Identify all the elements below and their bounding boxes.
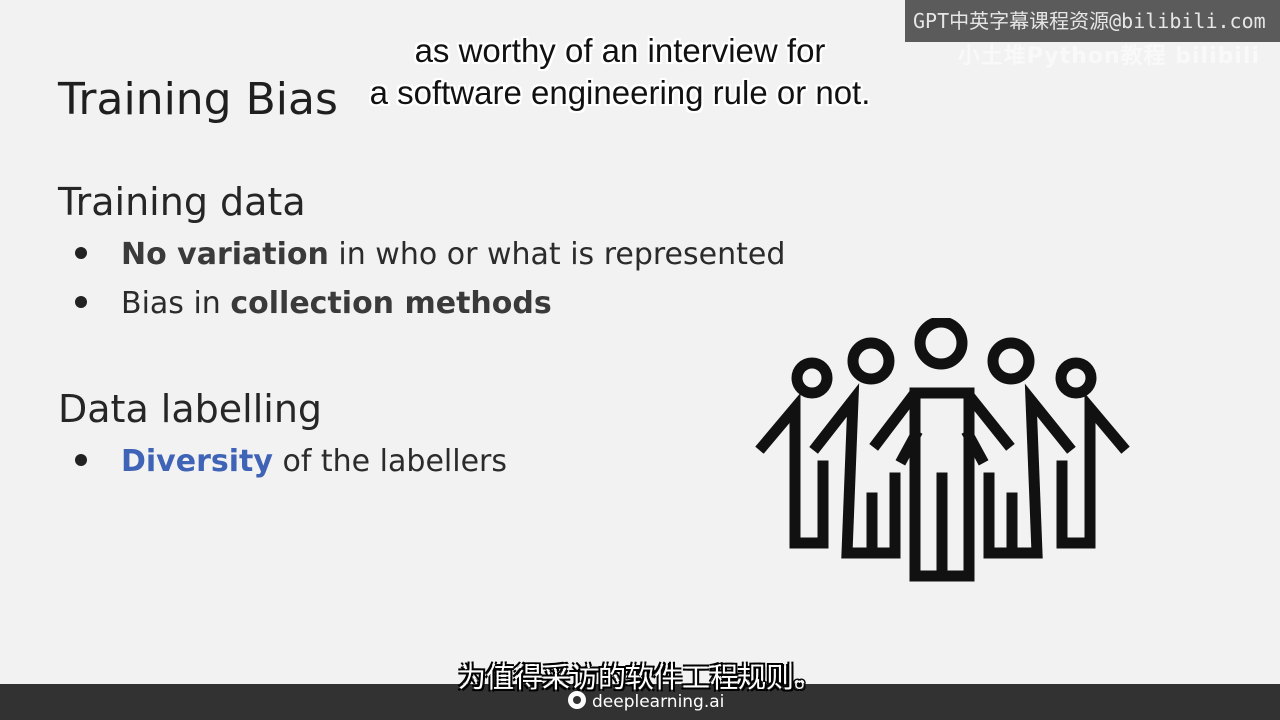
- watermark-secondary: 小土堆Python教程 bilibili: [957, 44, 1260, 69]
- subtitle-line: as worthy of an interview for: [414, 32, 826, 69]
- subtitle-line: a software engineering rule or not.: [369, 74, 871, 111]
- chinese-subtitle: 为值得采访的软件工程规则。: [457, 661, 822, 694]
- bullet-emphasis: collection methods: [230, 286, 552, 321]
- bullet-dot: [75, 453, 87, 466]
- bottom-bar: [0, 684, 1280, 720]
- bullet-dot: [75, 295, 87, 308]
- deeplearning-logo-icon: [568, 691, 586, 709]
- english-subtitle: as worthy of an interview for a software…: [340, 30, 900, 114]
- section-heading-training-data: Training data: [58, 180, 306, 224]
- bullet-text: of the labellers: [272, 444, 507, 479]
- brand-footer: deeplearning.ai: [568, 690, 724, 714]
- bullet-emphasis: Diversity: [121, 444, 273, 479]
- bullet-diversity: Diversity of the labellers: [75, 447, 507, 477]
- group-of-people-icon: [755, 318, 1130, 582]
- slide: Training Bias Training data No variation…: [58, 74, 1130, 582]
- watermark-banner: GPT中英字幕课程资源@bilibili.com: [905, 0, 1280, 42]
- bullet-dot: [75, 246, 87, 259]
- brand-name: deeplearning.ai: [592, 692, 725, 712]
- slide-title: Training Bias: [58, 74, 338, 125]
- section-heading-data-labelling: Data labelling: [58, 387, 323, 431]
- bullet-collection-methods: Bias in collection methods: [75, 289, 552, 319]
- bullet-emphasis: No variation: [121, 237, 329, 272]
- bullet-text: Bias in: [121, 286, 231, 321]
- bullet-no-variation: No variation in who or what is represent…: [75, 240, 785, 270]
- bullet-text: in who or what is represented: [328, 237, 786, 272]
